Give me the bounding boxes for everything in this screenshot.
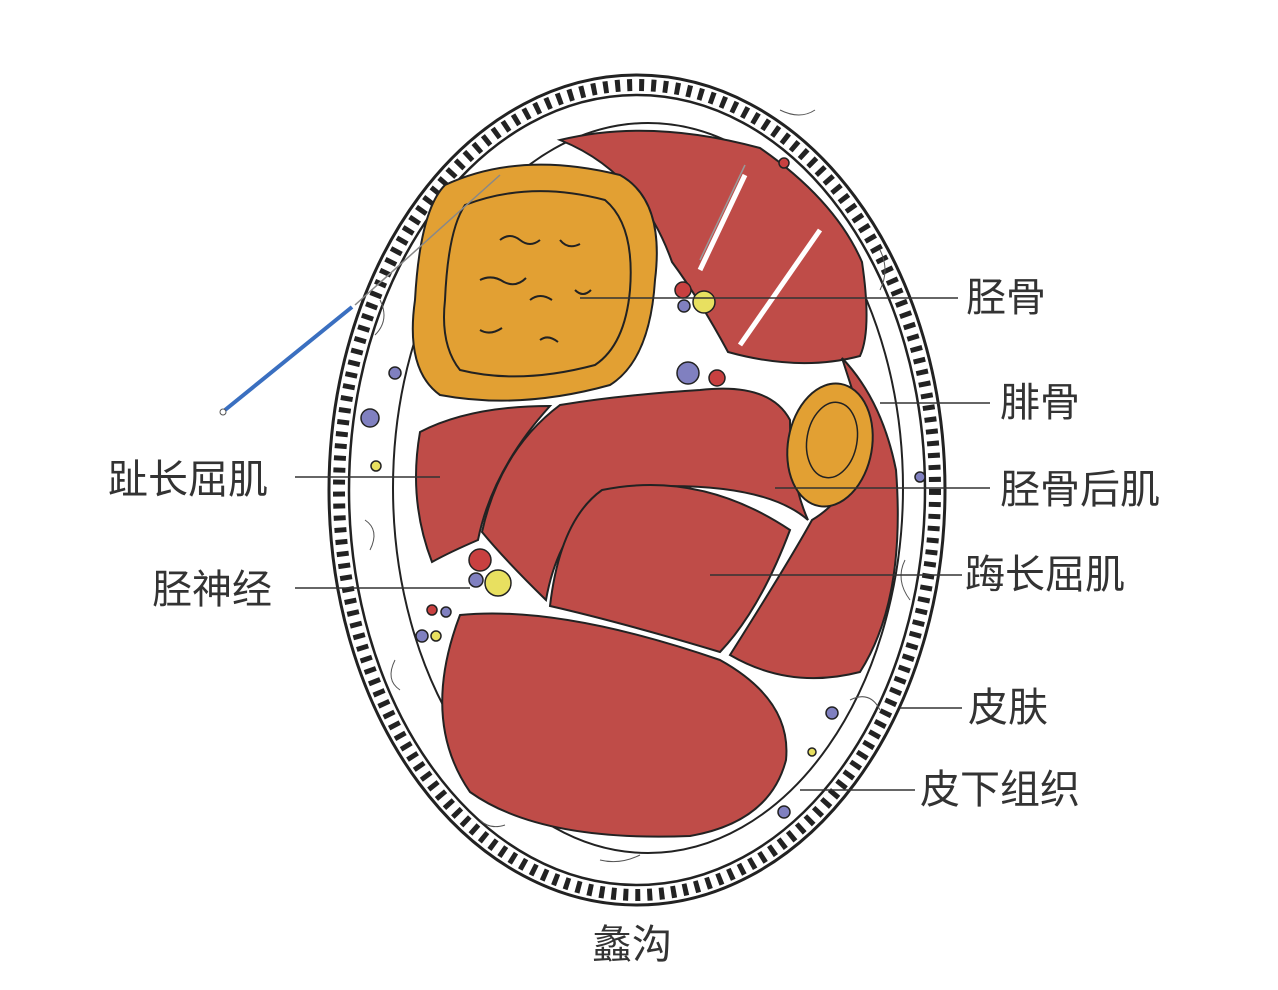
- tibia-marrow-outline: [443, 190, 632, 378]
- small-artery: [778, 157, 790, 169]
- acupuncture-needle-handle: [223, 305, 354, 412]
- label-skin: 皮肤: [968, 685, 1048, 731]
- subcutaneous-tissue-texture: [364, 109, 911, 863]
- anterior-tibial-artery: [674, 281, 692, 299]
- great-saphenous-vein: [360, 408, 380, 428]
- posterior-tibial-vein: [468, 572, 484, 588]
- small-vein: [777, 805, 791, 819]
- artery: [708, 369, 726, 387]
- flexor-hallucis-longus-muscle: [548, 484, 792, 654]
- posterior-tibial-artery: [468, 548, 492, 572]
- fibula-bone: [786, 382, 874, 508]
- label-tibia: 胫骨: [966, 275, 1046, 321]
- small-nerve: [807, 747, 817, 757]
- label-flexor-hallucis-longus: 踇长屈肌: [965, 552, 1125, 598]
- small-vein: [388, 366, 402, 380]
- small-vein: [415, 629, 429, 643]
- muscle-septa: [697, 173, 823, 347]
- small-vein: [440, 606, 452, 618]
- anterior-tibial-vein: [677, 299, 691, 313]
- small-artery: [426, 604, 438, 616]
- tibial-nerve: [484, 569, 512, 597]
- soleus-muscle: [441, 612, 788, 838]
- label-fibula: 腓骨: [1000, 380, 1080, 426]
- fibula-marrow: [805, 401, 859, 479]
- label-tibial-nerve: 胫神经: [152, 567, 272, 613]
- label-tibialis-posterior: 胫骨后肌: [1000, 467, 1160, 513]
- skin-hatching: [333, 79, 941, 901]
- needle-tip-icon: [219, 408, 227, 416]
- vein: [676, 361, 700, 385]
- small-vein: [914, 471, 926, 483]
- needle-inner-shaft: [699, 164, 746, 261]
- peroneal-muscle: [728, 357, 899, 680]
- leader-lines: [295, 297, 990, 791]
- label-subcutaneous-tissue: 皮下组织: [920, 767, 1080, 813]
- flexor-digitorum-longus-muscle: [415, 404, 553, 564]
- deep-peroneal-nerve: [692, 290, 716, 314]
- saphenous-nerve: [370, 460, 382, 472]
- tibialis-posterior-muscle: [480, 387, 809, 603]
- small-vein: [825, 706, 839, 720]
- small-nerve: [430, 630, 442, 642]
- acupuncture-needle-shaft: [354, 174, 501, 306]
- tibia-trabecular-texture: [479, 235, 592, 343]
- caption-acupoint: 蠡沟: [592, 922, 672, 968]
- label-flexor-digitorum-longus: 趾长屈肌: [108, 457, 268, 503]
- tibia-bone: [411, 163, 658, 402]
